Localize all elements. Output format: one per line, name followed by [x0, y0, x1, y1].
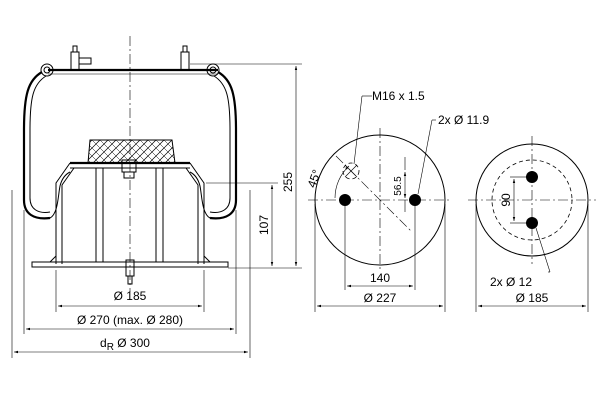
height-total-label: 255 [281, 172, 295, 192]
angle-label: 45° [305, 168, 324, 190]
bottom-hole-top [526, 171, 538, 183]
hole-large-label: 2x Ø 11.9 [438, 113, 489, 127]
dia-right-plate-label: Ø 185 [516, 291, 549, 305]
side-view: 255 107 Ø 185 Ø 270 (max. Ø 280) dR Ø 30… [11, 36, 302, 358]
thread-label: M16 x 1.5 [372, 89, 425, 103]
air-port [342, 162, 360, 180]
dia-piston-label: Ø 185 [114, 289, 147, 303]
top-stud-right [180, 45, 190, 71]
bellow-outline [22, 71, 238, 220]
spacing-left-label: 140 [370, 271, 390, 285]
dia-left-plate-label: Ø 227 [364, 291, 397, 305]
dia-effective-label: dR Ø 300 [100, 336, 150, 353]
stud-hole-left [339, 194, 351, 206]
bottom-plate-view: 90 2x Ø 12 Ø 185 [468, 136, 596, 312]
stud-hole-right [409, 194, 421, 206]
top-plate-view: M16 x 1.5 2x Ø 11.9 45° 56.5 140 Ø 227 [305, 89, 489, 312]
top-stud-left [70, 45, 92, 71]
bottom-hole-bottom [526, 217, 538, 229]
height-piston-label: 107 [257, 215, 271, 235]
hole-small-label: 2x Ø 12 [490, 275, 532, 289]
offset-label: 56.5 [393, 176, 404, 196]
dia-bellow-label: Ø 270 (max. Ø 280) [77, 313, 183, 327]
spacing-right-label: 90 [499, 193, 513, 207]
